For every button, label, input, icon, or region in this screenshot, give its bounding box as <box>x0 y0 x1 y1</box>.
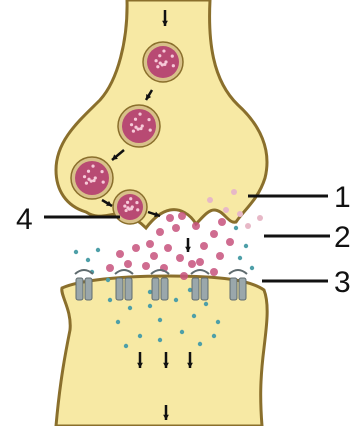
label-4: 4 <box>16 203 33 236</box>
label-2: 2 <box>334 221 351 254</box>
vesicle-icon <box>118 105 160 147</box>
label-1: 1 <box>334 181 351 214</box>
vesicle-icon <box>143 42 183 82</box>
vesicle-icon <box>71 157 113 199</box>
arrow-down-icon <box>185 238 191 252</box>
vesicle-icon <box>113 190 147 224</box>
label-3: 3 <box>334 266 351 299</box>
